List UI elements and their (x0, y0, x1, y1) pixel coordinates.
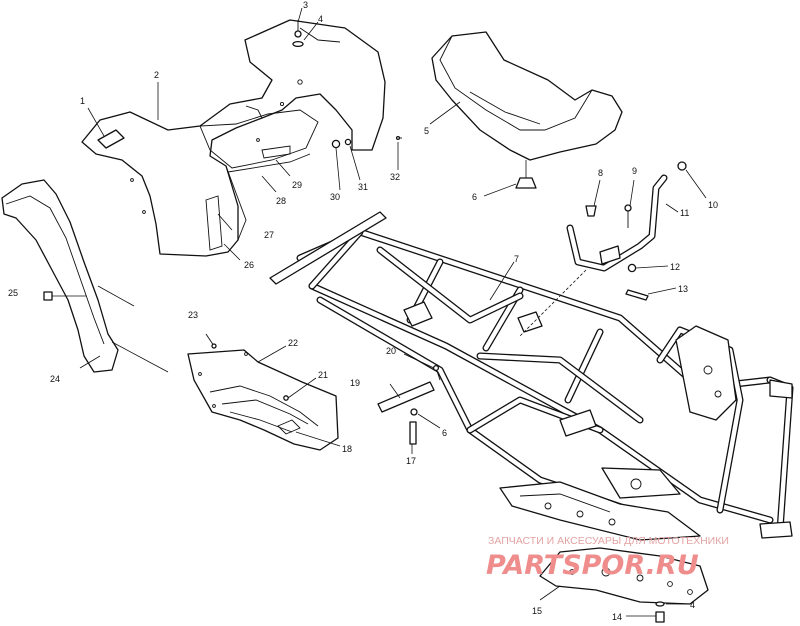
rear-fender (81, 19, 386, 257)
callout-15: 15 (532, 606, 542, 616)
callout-2: 2 (154, 70, 159, 80)
callout-28: 28 (276, 196, 286, 206)
callout-18: 18 (342, 444, 352, 454)
skid-hardware (655, 601, 665, 623)
footwell-fastener (283, 395, 289, 401)
callout-12: 12 (670, 262, 680, 272)
callout-11: 11 (680, 208, 689, 218)
skid-plate (539, 547, 709, 605)
left-footwell-fender (1, 179, 169, 373)
callout-5: 5 (424, 126, 429, 136)
bolt-washer-top (292, 20, 304, 48)
callout-29: 29 (292, 180, 302, 190)
callout-21: 21 (318, 370, 328, 380)
bracket-19 (377, 364, 441, 445)
callout-24: 24 (50, 374, 60, 384)
seat-latch-bracket (519, 174, 668, 337)
callout-22: 22 (288, 338, 298, 348)
watermark-tagline: ЗАПЧАСТИ И АКСЕСУАРЫ ДЛЯ МОТОТЕХНИКИ (488, 535, 729, 547)
callout-30: 30 (330, 192, 340, 202)
leader-lines (79, 7, 707, 617)
screw (205, 333, 217, 349)
callout-23: 23 (188, 310, 198, 320)
callout-9: 9 (632, 166, 637, 176)
callout-27: 27 (264, 230, 274, 240)
callout-10: 10 (708, 200, 718, 210)
callout-31: 31 (358, 182, 368, 192)
callout-32: 32 (390, 172, 400, 182)
callout-1: 1 (80, 96, 85, 106)
plug-and-bolt (585, 204, 632, 228)
callout-7-bottom: 17 (406, 456, 416, 466)
callout-19: 19 (350, 378, 360, 388)
right-footwell (187, 349, 339, 451)
callout-14: 14 (612, 612, 622, 622)
fender-nuts (331, 135, 402, 149)
callout-25: 25 (8, 288, 18, 298)
callout-4-bottom: 4 (690, 600, 695, 610)
seat (431, 31, 623, 161)
callout-4-top: 4 (318, 14, 323, 24)
seat-bumper (515, 160, 537, 189)
callout-3: 3 (303, 0, 308, 10)
callout-20: 20 (386, 346, 396, 356)
fender-badge (97, 129, 125, 149)
watermark-brand: PARTSPOR.RU (486, 550, 699, 581)
callout-labels: 1 2 3 4 5 6 7 8 9 10 11 12 13 14 15 4 6 … (8, 0, 718, 622)
callout-6-top: 6 (472, 192, 477, 202)
callout-8: 8 (598, 168, 603, 178)
main-frame (269, 211, 794, 541)
callout-13: 13 (678, 284, 688, 294)
nut-10 (677, 161, 687, 171)
callout-26: 26 (244, 260, 254, 270)
watermark: ЗАПЧАСТИ И АКСЕСУАРЫ ДЛЯ МОТОТЕХНИКИ PAR… (486, 535, 729, 581)
callout-7: 7 (514, 254, 519, 264)
callout-6-bottom: 6 (442, 428, 447, 438)
nut-12-pin-13 (625, 263, 649, 301)
push-nut (43, 291, 86, 301)
